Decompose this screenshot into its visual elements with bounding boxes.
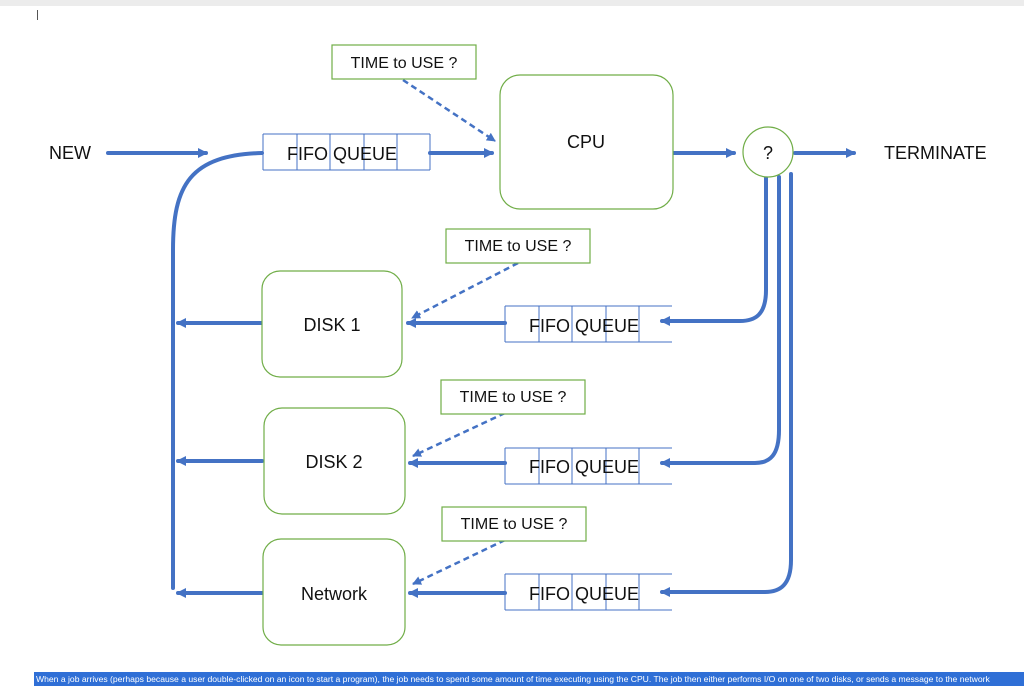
network-queue-label: FIFO QUEUE — [529, 584, 639, 604]
cpu-node — [499, 74, 674, 210]
cpu-fifo-queue — [262, 133, 431, 171]
disk2-queue-label: FIFO QUEUE — [529, 457, 639, 477]
disk1-queue-label: FIFO QUEUE — [529, 316, 639, 336]
time-to-use-disk1-box — [445, 228, 591, 264]
network-node — [262, 538, 406, 646]
time-to-disk2-dashed-arrow — [412, 411, 506, 458]
return-to-queue-arrow — [171, 151, 264, 590]
top-bar — [0, 0, 1024, 6]
disk1-fifo-queue — [504, 305, 672, 343]
disk1-node — [261, 270, 403, 378]
new-label: NEW — [49, 143, 91, 163]
time-to-use-disk1-label: TIME to USE ? — [465, 238, 572, 255]
cpu-label: CPU — [567, 132, 605, 152]
network-label: Network — [301, 584, 368, 604]
network-fifo-queue — [504, 573, 672, 611]
decision-to-network-queue-arrow — [660, 172, 793, 597]
time-to-use-cpu-label: TIME to USE ? — [351, 55, 458, 72]
time-to-use-cpu-box — [331, 44, 477, 80]
time-to-use-disk2-label: TIME to USE ? — [460, 389, 567, 406]
time-to-network-dashed-arrow — [412, 538, 506, 586]
text-cursor — [37, 10, 38, 20]
time-to-disk1-dashed-arrow — [411, 261, 519, 320]
cpu-queue-label: FIFO QUEUE — [287, 144, 397, 164]
selected-caption-text[interactable]: When a job arrives (perhaps because a us… — [34, 672, 1024, 686]
decision-node — [742, 126, 794, 178]
disk2-node — [263, 407, 406, 515]
disk2-label: DISK 2 — [305, 452, 362, 472]
decision-to-disk1-queue-arrow — [660, 174, 768, 326]
decision-to-disk2-queue-arrow — [660, 175, 781, 468]
time-to-cpu-dashed-arrow — [402, 78, 496, 143]
disk2-fifo-queue — [504, 447, 672, 485]
terminate-label: TERMINATE — [884, 143, 987, 163]
time-to-use-disk2-box — [440, 379, 586, 415]
time-to-use-network-box — [441, 506, 587, 542]
time-to-use-network-label: TIME to USE ? — [461, 516, 568, 533]
decision-label: ? — [763, 143, 773, 163]
disk1-label: DISK 1 — [303, 315, 360, 335]
